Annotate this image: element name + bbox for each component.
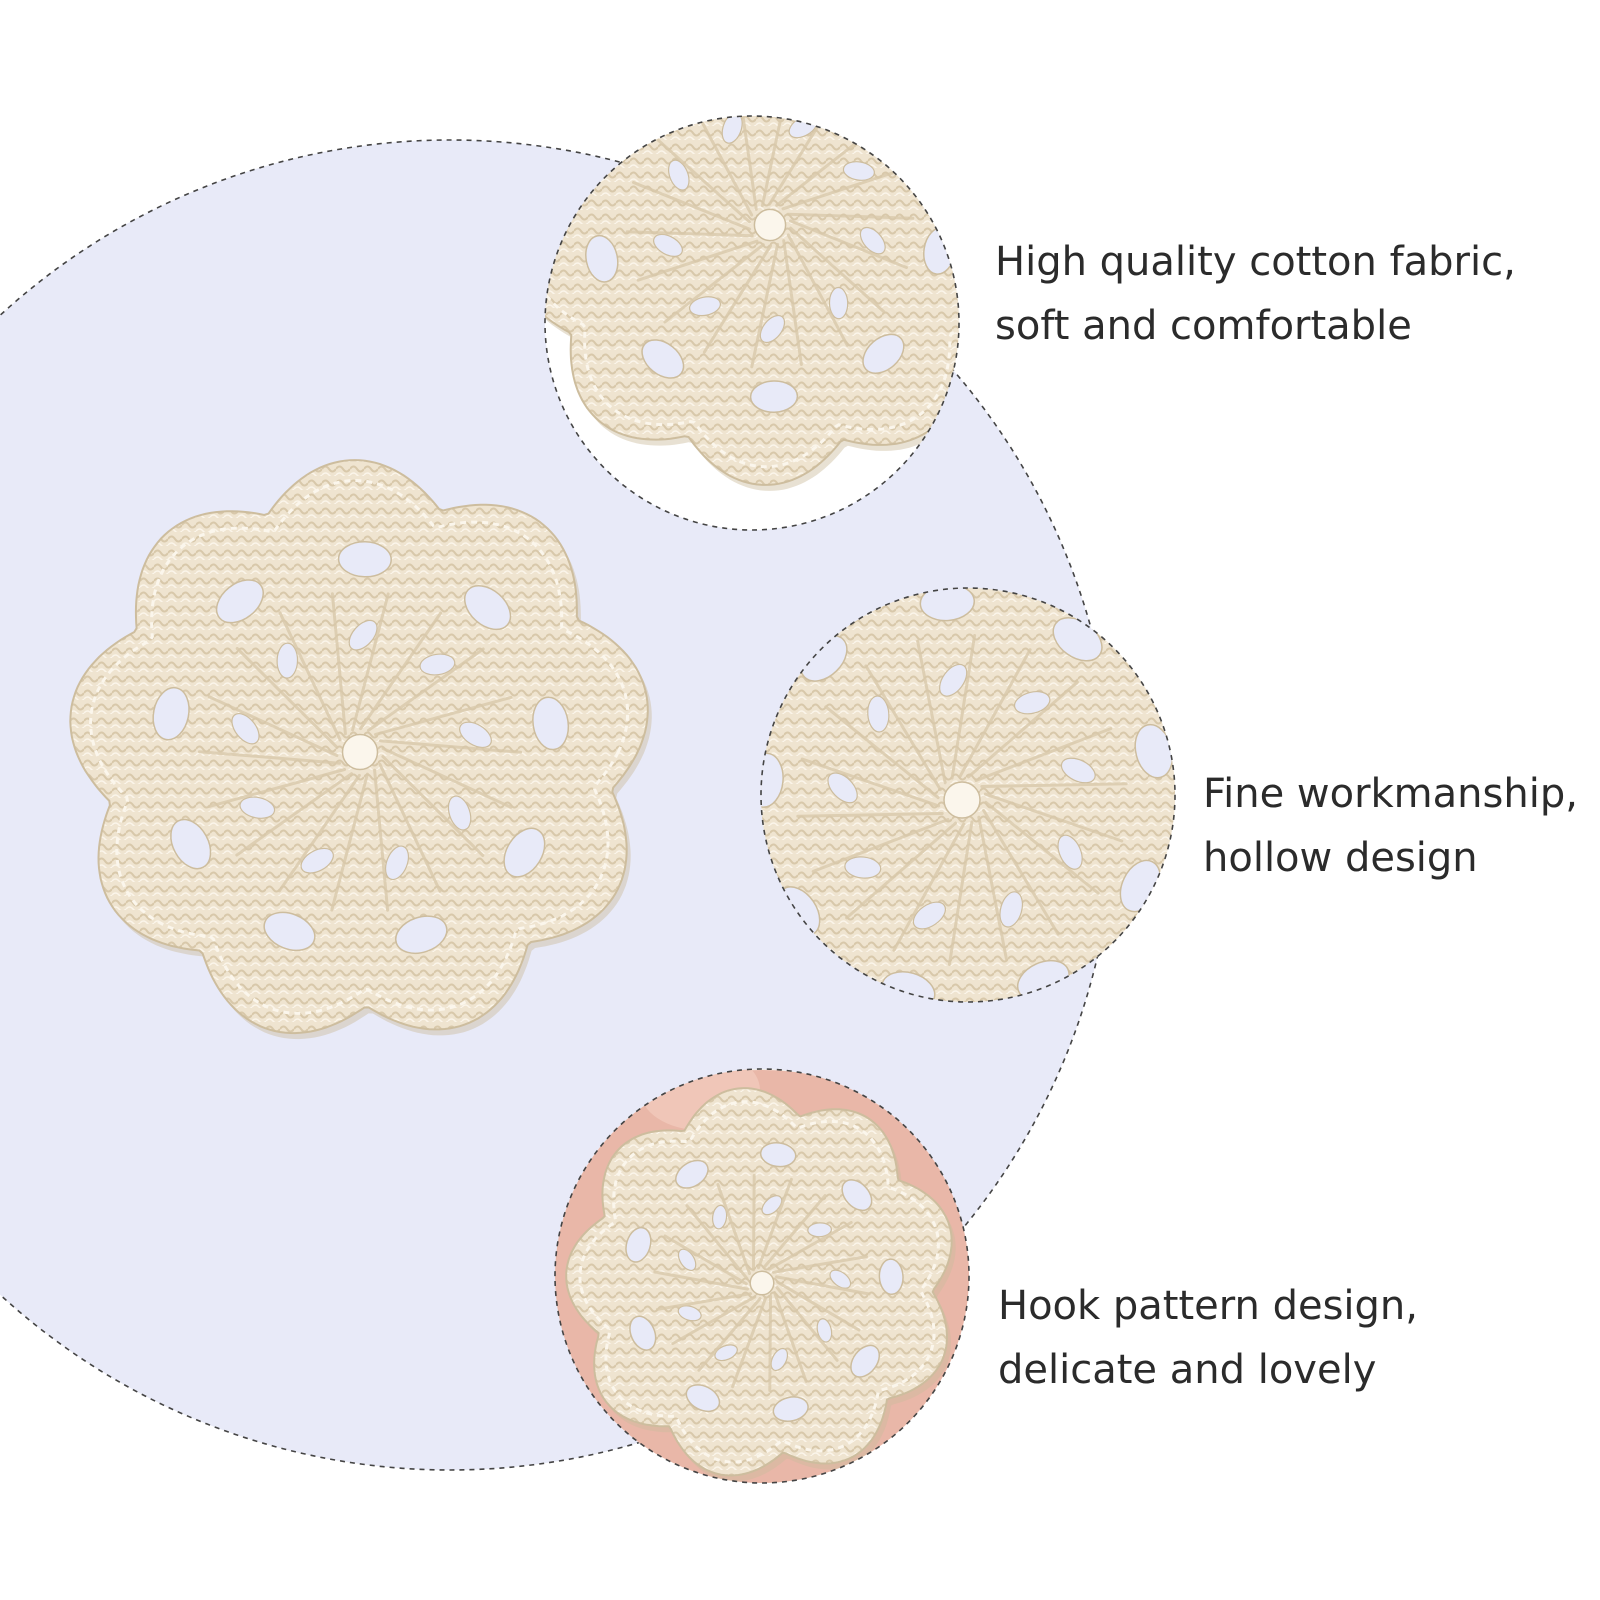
- feature-caption-line: Fine workmanship,: [1203, 771, 1578, 817]
- feature-caption-line: Hook pattern design,: [998, 1283, 1418, 1329]
- feature-caption-line: hollow design: [1203, 835, 1478, 881]
- detail-image-hand-held: [554, 1068, 970, 1484]
- feature-caption-workmanship: Fine workmanship, hollow design: [1203, 762, 1578, 890]
- feature-caption-cotton: High quality cotton fabric, soft and com…: [995, 230, 1516, 358]
- feature-caption-line: soft and comfortable: [995, 303, 1412, 349]
- feature-caption-line: High quality cotton fabric,: [995, 239, 1516, 285]
- detail-image-cotton: [544, 115, 960, 531]
- main-product-image: [69, 459, 652, 1040]
- feature-caption-pattern: Hook pattern design, delicate and lovely: [998, 1274, 1418, 1402]
- feature-caption-line: delicate and lovely: [998, 1347, 1377, 1393]
